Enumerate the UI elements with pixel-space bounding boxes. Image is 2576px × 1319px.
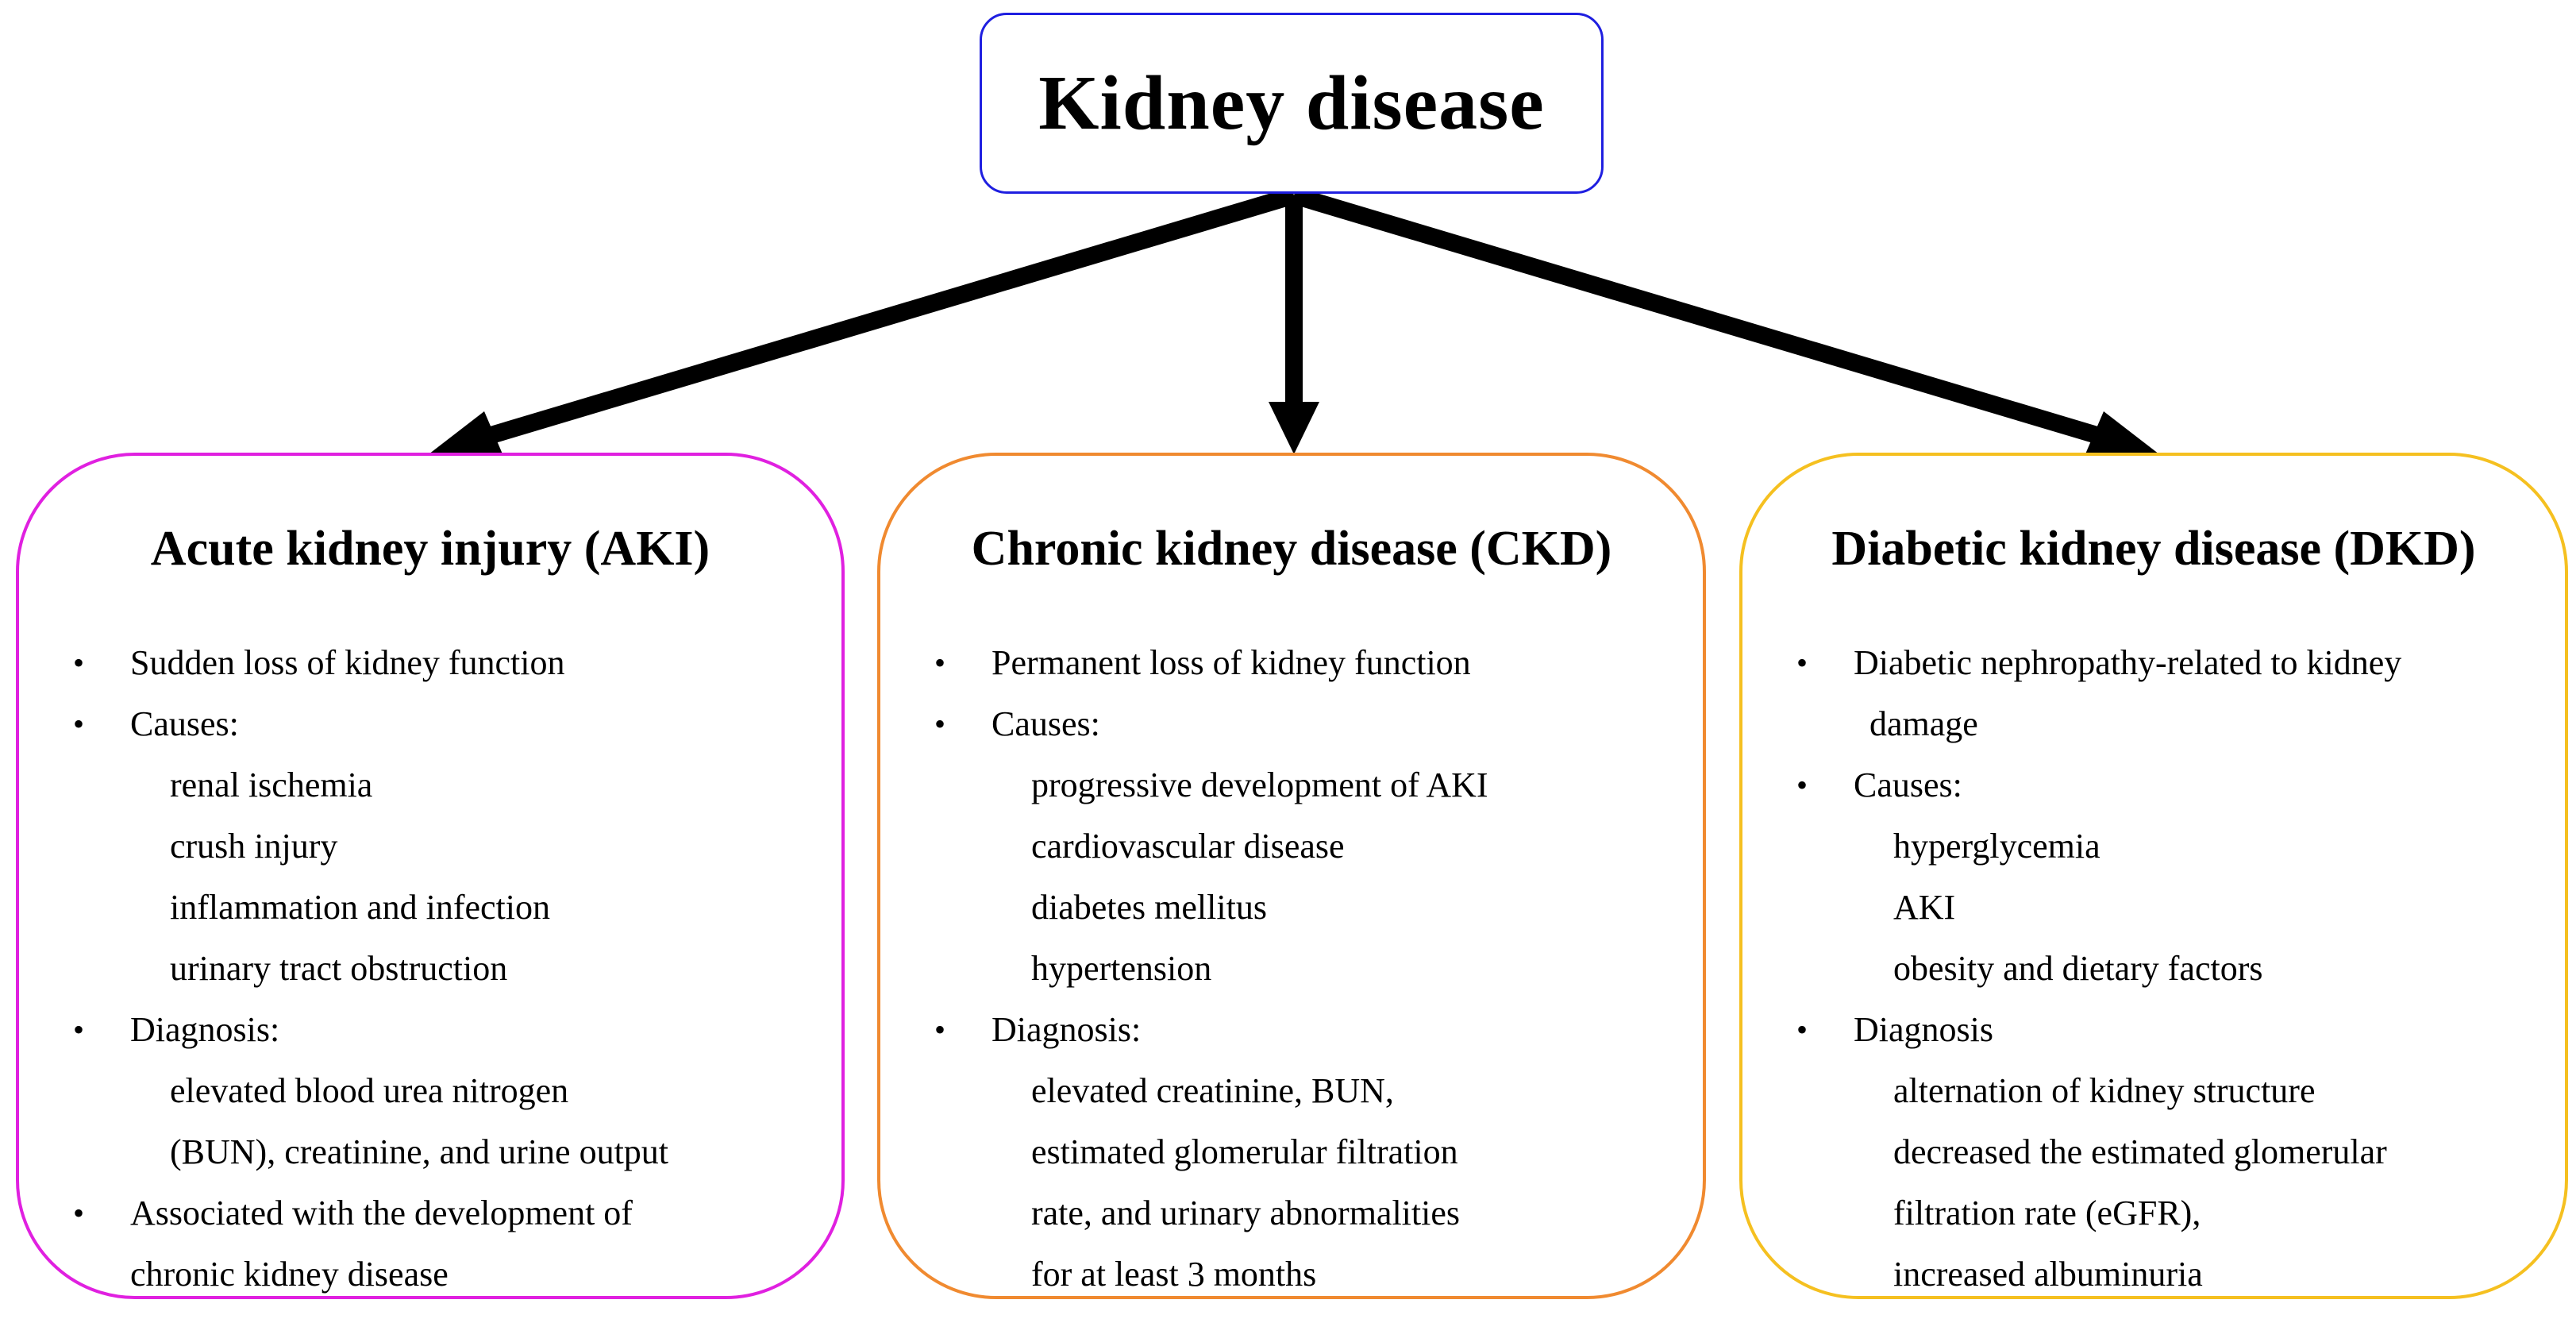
bullet-icon: • — [1796, 645, 1808, 681]
line-text: increased albuminuria — [1893, 1255, 2203, 1294]
line-text: inflammation and infection — [170, 888, 550, 927]
line-text: elevated blood urea nitrogen — [170, 1071, 569, 1110]
bullet-icon: • — [1796, 1012, 1808, 1047]
line-text: Causes: — [1854, 766, 1962, 804]
sub-item: increased albuminuria — [1742, 1244, 2565, 1305]
line-text: Causes: — [130, 704, 239, 743]
arrowhead-ckd — [1269, 402, 1319, 454]
arrow-to-aki — [483, 187, 1297, 445]
sub-item: filtration rate (eGFR), — [1742, 1182, 2565, 1244]
bullet-icon: • — [73, 1195, 85, 1231]
bullet-item: • Diagnosis: — [880, 999, 1703, 1060]
sub-item: cardiovascular disease — [880, 816, 1703, 877]
panel-body-aki: • Sudden loss of kidney function • Causes: r… — [19, 632, 841, 1305]
line-text: renal ischemia — [170, 766, 373, 804]
line-text: filtration rate (eGFR), — [1893, 1194, 2201, 1232]
panel-dkd: Diabetic kidney disease (DKD) • Diabetic … — [1739, 453, 2568, 1299]
sub-item: for at least 3 months — [880, 1244, 1703, 1305]
line-text: diabetes mellitus — [1031, 888, 1267, 927]
sub-item: urinary tract obstruction — [19, 938, 841, 999]
line-text: hyperglycemia — [1893, 827, 2100, 866]
line-text: crush injury — [170, 827, 338, 866]
sub-item: elevated blood urea nitrogen — [19, 1060, 841, 1121]
line-text: decreased the estimated glomerular — [1893, 1132, 2387, 1171]
sub-item: AKI — [1742, 877, 2565, 938]
line-text: Diagnosis — [1854, 1010, 1993, 1049]
sub-item: hyperglycemia — [1742, 816, 2565, 877]
panel-title-ckd: Chronic kidney disease (CKD) — [971, 522, 1612, 576]
arrow-to-dkd — [1291, 187, 2105, 445]
line-text: elevated creatinine, BUN, — [1031, 1071, 1394, 1110]
line-text: Diagnosis: — [130, 1010, 280, 1049]
line-text: Sudden loss of kidney function — [130, 643, 565, 682]
line-text: obesity and dietary factors — [1893, 949, 2263, 988]
bullet-icon: • — [73, 706, 85, 742]
bullet-item: • Causes: — [1742, 754, 2565, 816]
bullet-icon: • — [934, 1012, 946, 1047]
bullet-icon: • — [934, 706, 946, 742]
bullet-item: • Causes: — [19, 693, 841, 754]
continuation-line: damage — [1742, 693, 2565, 754]
line-text: Associated with the development of — [130, 1194, 633, 1232]
line-text: for at least 3 months — [1031, 1255, 1317, 1294]
sub-item: estimated glomerular filtration — [880, 1121, 1703, 1182]
panel-body-dkd: • Diabetic nephropathy-related to kidney d… — [1742, 632, 2565, 1305]
line-text: urinary tract obstruction — [170, 949, 508, 988]
sub-item: renal ischemia — [19, 754, 841, 816]
line-text: chronic kidney disease — [130, 1255, 449, 1294]
sub-item: crush injury — [19, 816, 841, 877]
bullet-item: • Permanent loss of kidney function — [880, 632, 1703, 693]
sub-item: progressive development of AKI — [880, 754, 1703, 816]
line-text: Diabetic nephropathy-related to kidney — [1854, 643, 2402, 682]
panel-ckd: Chronic kidney disease (CKD) • Permanent … — [877, 453, 1706, 1299]
sub-item: elevated creatinine, BUN, — [880, 1060, 1703, 1121]
line-text: alternation of kidney structure — [1893, 1071, 2316, 1110]
bullet-item: • Causes: — [880, 693, 1703, 754]
bullet-icon: • — [73, 1012, 85, 1047]
panel-title-dkd: Diabetic kidney disease (DKD) — [1831, 522, 2476, 576]
line-text: Permanent loss of kidney function — [992, 643, 1471, 682]
line-text: (BUN), creatinine, and urine output — [170, 1132, 669, 1171]
sub-item: hypertension — [880, 938, 1703, 999]
line-text: Causes: — [992, 704, 1100, 743]
panel-title-aki: Acute kidney injury (AKI) — [150, 522, 710, 576]
bullet-item: • Diagnosis: — [19, 999, 841, 1060]
sub-item: decreased the estimated glomerular — [1742, 1121, 2565, 1182]
panel-aki: Acute kidney injury (AKI) • Sudden loss o… — [16, 453, 845, 1299]
sub-item: obesity and dietary factors — [1742, 938, 2565, 999]
line-text: damage — [1869, 704, 1978, 743]
sub-item: diabetes mellitus — [880, 877, 1703, 938]
bullet-icon: • — [934, 645, 946, 681]
continuation-line: chronic kidney disease — [19, 1244, 841, 1305]
bullet-item: • Sudden loss of kidney function — [19, 632, 841, 693]
bullet-item: • Associated with the development of — [19, 1182, 841, 1244]
bullet-item: • Diabetic nephropathy-related to kidney — [1742, 632, 2565, 693]
line-text: AKI — [1893, 888, 1956, 927]
line-text: estimated glomerular filtration — [1031, 1132, 1458, 1171]
root-title: Kidney disease — [1038, 60, 1545, 146]
line-text: progressive development of AKI — [1031, 766, 1488, 804]
bullet-icon: • — [1796, 767, 1808, 803]
bullet-icon: • — [73, 645, 85, 681]
sub-item: (BUN), creatinine, and urine output — [19, 1121, 841, 1182]
sub-item: rate, and urinary abnormalities — [880, 1182, 1703, 1244]
line-text: hypertension — [1031, 949, 1212, 988]
line-text: Diagnosis: — [992, 1010, 1142, 1049]
sub-item: inflammation and infection — [19, 877, 841, 938]
line-text: rate, and urinary abnormalities — [1031, 1194, 1461, 1232]
line-text: cardiovascular disease — [1031, 827, 1345, 866]
root-node: Kidney disease — [980, 13, 1604, 194]
sub-item: alternation of kidney structure — [1742, 1060, 2565, 1121]
bullet-item: • Diagnosis — [1742, 999, 2565, 1060]
panel-body-ckd: • Permanent loss of kidney function • Cause… — [880, 632, 1703, 1305]
